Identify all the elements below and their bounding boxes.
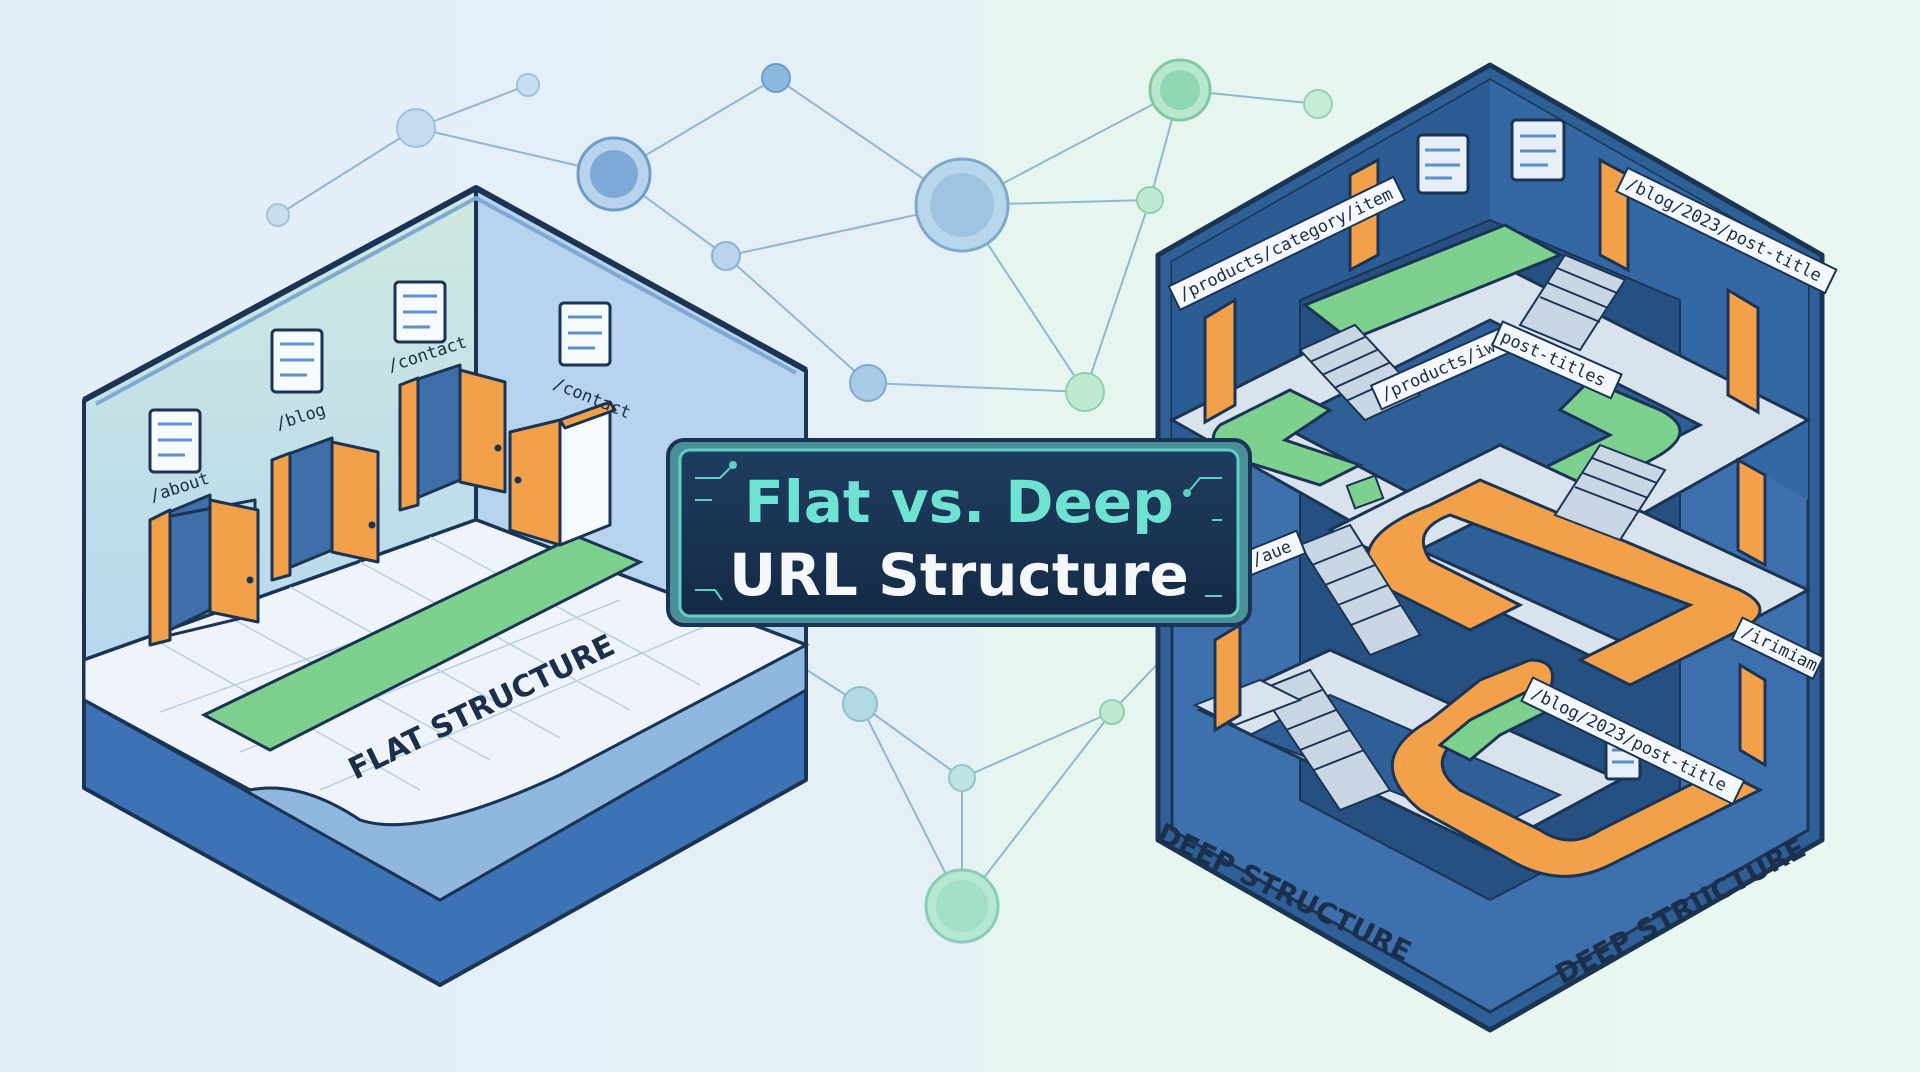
title-line-1: Flat vs. Deep [744, 468, 1173, 536]
title-plaque: Flat vs. Deep URL Structure [666, 438, 1252, 627]
title-line-2: URL Structure [729, 541, 1189, 609]
flat-structure-room [82, 185, 810, 987]
deep-structure-room [1155, 62, 1825, 1033]
flat-doors [148, 363, 617, 647]
network-nodes [266, 58, 1333, 944]
